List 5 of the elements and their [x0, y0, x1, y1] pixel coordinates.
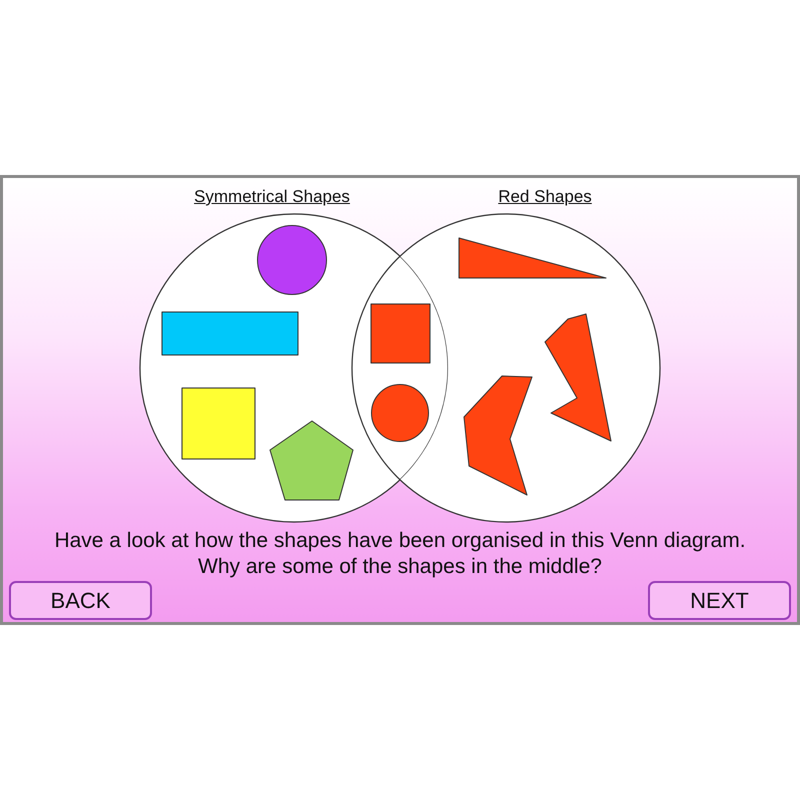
back-button: BACK	[9, 581, 152, 620]
question-text: Have a look at how the shapes have been organised in this Venn diagram. Why are some of the shapes in the middle?	[53, 528, 747, 580]
next-button: NEXT	[648, 581, 791, 620]
set-heading: Symmetrical Shapes	[193, 187, 351, 207]
set-heading: Red Shapes	[497, 187, 593, 207]
